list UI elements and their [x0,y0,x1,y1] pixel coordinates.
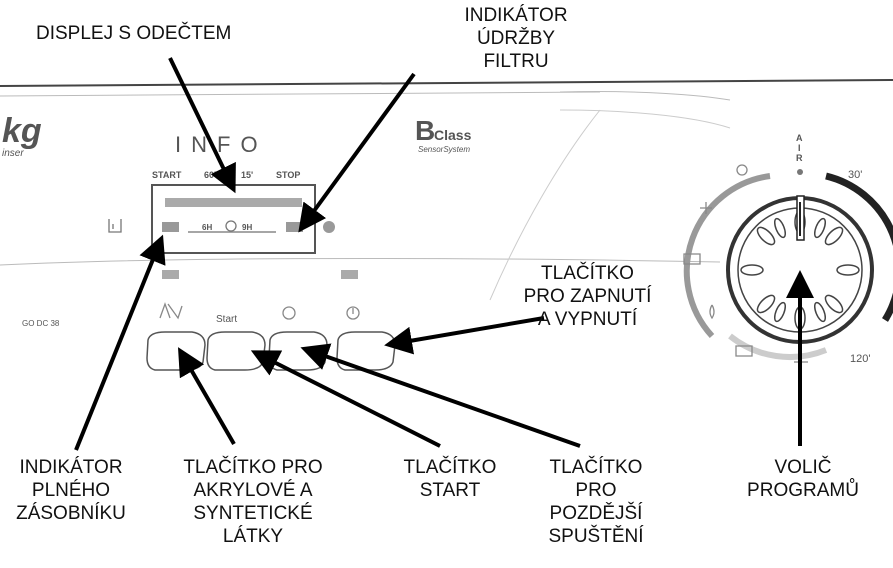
clock-icon [225,220,237,232]
callout-filter: INDIKÁTOR ÚDRŽBY FILTRU [456,4,576,73]
callout-full-line-2: PLNÉHO [31,480,111,501]
callout-display-line: DISPLEJ S ODEČTEM [36,23,232,44]
arrow-filter [298,72,416,233]
dial-air-i: I [798,143,801,153]
panel-curve-2 [559,109,731,129]
program-dial: A I R 30' 120' [683,133,893,368]
display-9h-label: 9H [242,223,252,232]
panel-curve-3 [489,109,601,301]
callout-full-container: INDIKÁTOR PLNÉHO ZÁSOBNÍKU [0,456,142,525]
callout-power: TLAČÍTKO PRO ZAPNUTÍ A VYPNUTÍ [500,262,675,331]
brand-b: B [415,115,435,146]
indicator-dot [323,221,335,233]
panel-lower-groove [0,257,721,266]
power-button [336,331,396,371]
display-progress-bar [165,198,302,207]
brand-class: Class [434,127,472,143]
dial-120-label: 120' [850,353,870,365]
program-icon-5 [735,345,753,357]
callout-acrylic-line-2: AKRYLOVÉ A [193,480,313,501]
filter-led [286,222,303,232]
start-button-label: Start [216,314,237,325]
callout-filter-line-2: ÚDRŽBY [476,28,556,49]
callout-delay-line-4: SPUŠTĚNÍ [548,526,644,547]
display-box [151,184,316,254]
dial-gray-arc [683,173,771,339]
callout-filter-line-1: INDIKÁTOR [464,5,568,26]
acrylic-led [162,270,179,279]
callout-power-line-2: PRO ZAPNUTÍ [523,286,652,307]
callout-acrylic: TLAČÍTKO PRO AKRYLOVÉ A SYNTETICKÉ LÁTKY [168,456,338,548]
callout-power-line-3: A VYPNUTÍ [537,309,638,330]
arrow-delay [300,343,581,448]
callout-start-line-2: START [419,480,481,501]
arrow-display [168,57,236,194]
callout-acrylic-line-1: TLAČÍTKO PRO [183,457,323,478]
brand-left-sub: inser [2,148,24,159]
callout-filter-line-3: FILTRU [483,51,549,72]
display-6h-label: 6H [202,223,212,232]
display-start-label: START [152,170,182,180]
display-stop-label: STOP [276,170,300,180]
panel-top-edge [0,79,893,87]
callout-delay-line-2: PRO [575,480,617,501]
callout-delay-line-3: POZDĚJŠÍ [549,503,643,524]
brand-sensor: SensorSystem [418,145,470,154]
arrow-full-container [74,234,166,451]
power-icon [346,306,360,320]
dial-black-arc [825,172,893,322]
callout-start: TLAČÍTKO START [394,456,506,502]
arrow-acrylic [177,347,236,446]
display-15-label: 15' [241,170,253,180]
callout-full-line-1: INDIKÁTOR [19,457,123,478]
model-label: GO DC 38 [22,319,60,328]
dial-air-r: R [796,153,803,163]
container-icon [108,219,122,233]
brand-left: kg [2,112,42,150]
callout-delay-line-1: TLAČÍTKO [549,457,643,478]
callout-display: DISPLEJ S ODEČTEM [36,22,231,45]
display-60-label: 60' [204,170,216,180]
info-label: INFO [175,132,268,157]
program-icon-2 [700,202,712,214]
arrow-start [250,350,441,448]
dial-30-label: 30' [848,169,862,181]
full-container-led [162,222,179,232]
callout-power-line-1: TLAČÍTKO [541,263,634,284]
power-led [341,270,358,279]
acrylic-icon [159,302,183,320]
callout-selector-line-2: PROGRAMŮ [747,480,859,501]
callout-arrows [74,57,814,451]
callout-delay: TLAČÍTKO PRO POZDĚJŠÍ SPUŠTĚNÍ [540,456,652,548]
delay-icon [282,306,296,320]
callout-selector: VOLIČ PROGRAMŮ [740,456,866,502]
callout-acrylic-line-4: LÁTKY [222,526,284,547]
arrow-power [384,316,545,355]
callout-start-line-1: TLAČÍTKO [403,457,497,478]
panel-curve-1 [559,91,731,101]
callout-acrylic-line-3: SYNTETICKÉ [193,503,313,524]
drop-icon [709,304,715,320]
dial-top-dot [797,169,803,175]
panel-upper-groove [0,91,601,97]
start-button [206,331,266,371]
dial-light-arc [728,333,828,360]
program-icon-3 [683,253,701,265]
callout-selector-line-1: VOLIČ [774,457,832,478]
callout-full-line-3: ZÁSOBNÍKU [16,503,126,524]
acrylic-button [146,331,206,371]
sun-icon [736,164,748,176]
dial-air-a: A [796,133,803,143]
